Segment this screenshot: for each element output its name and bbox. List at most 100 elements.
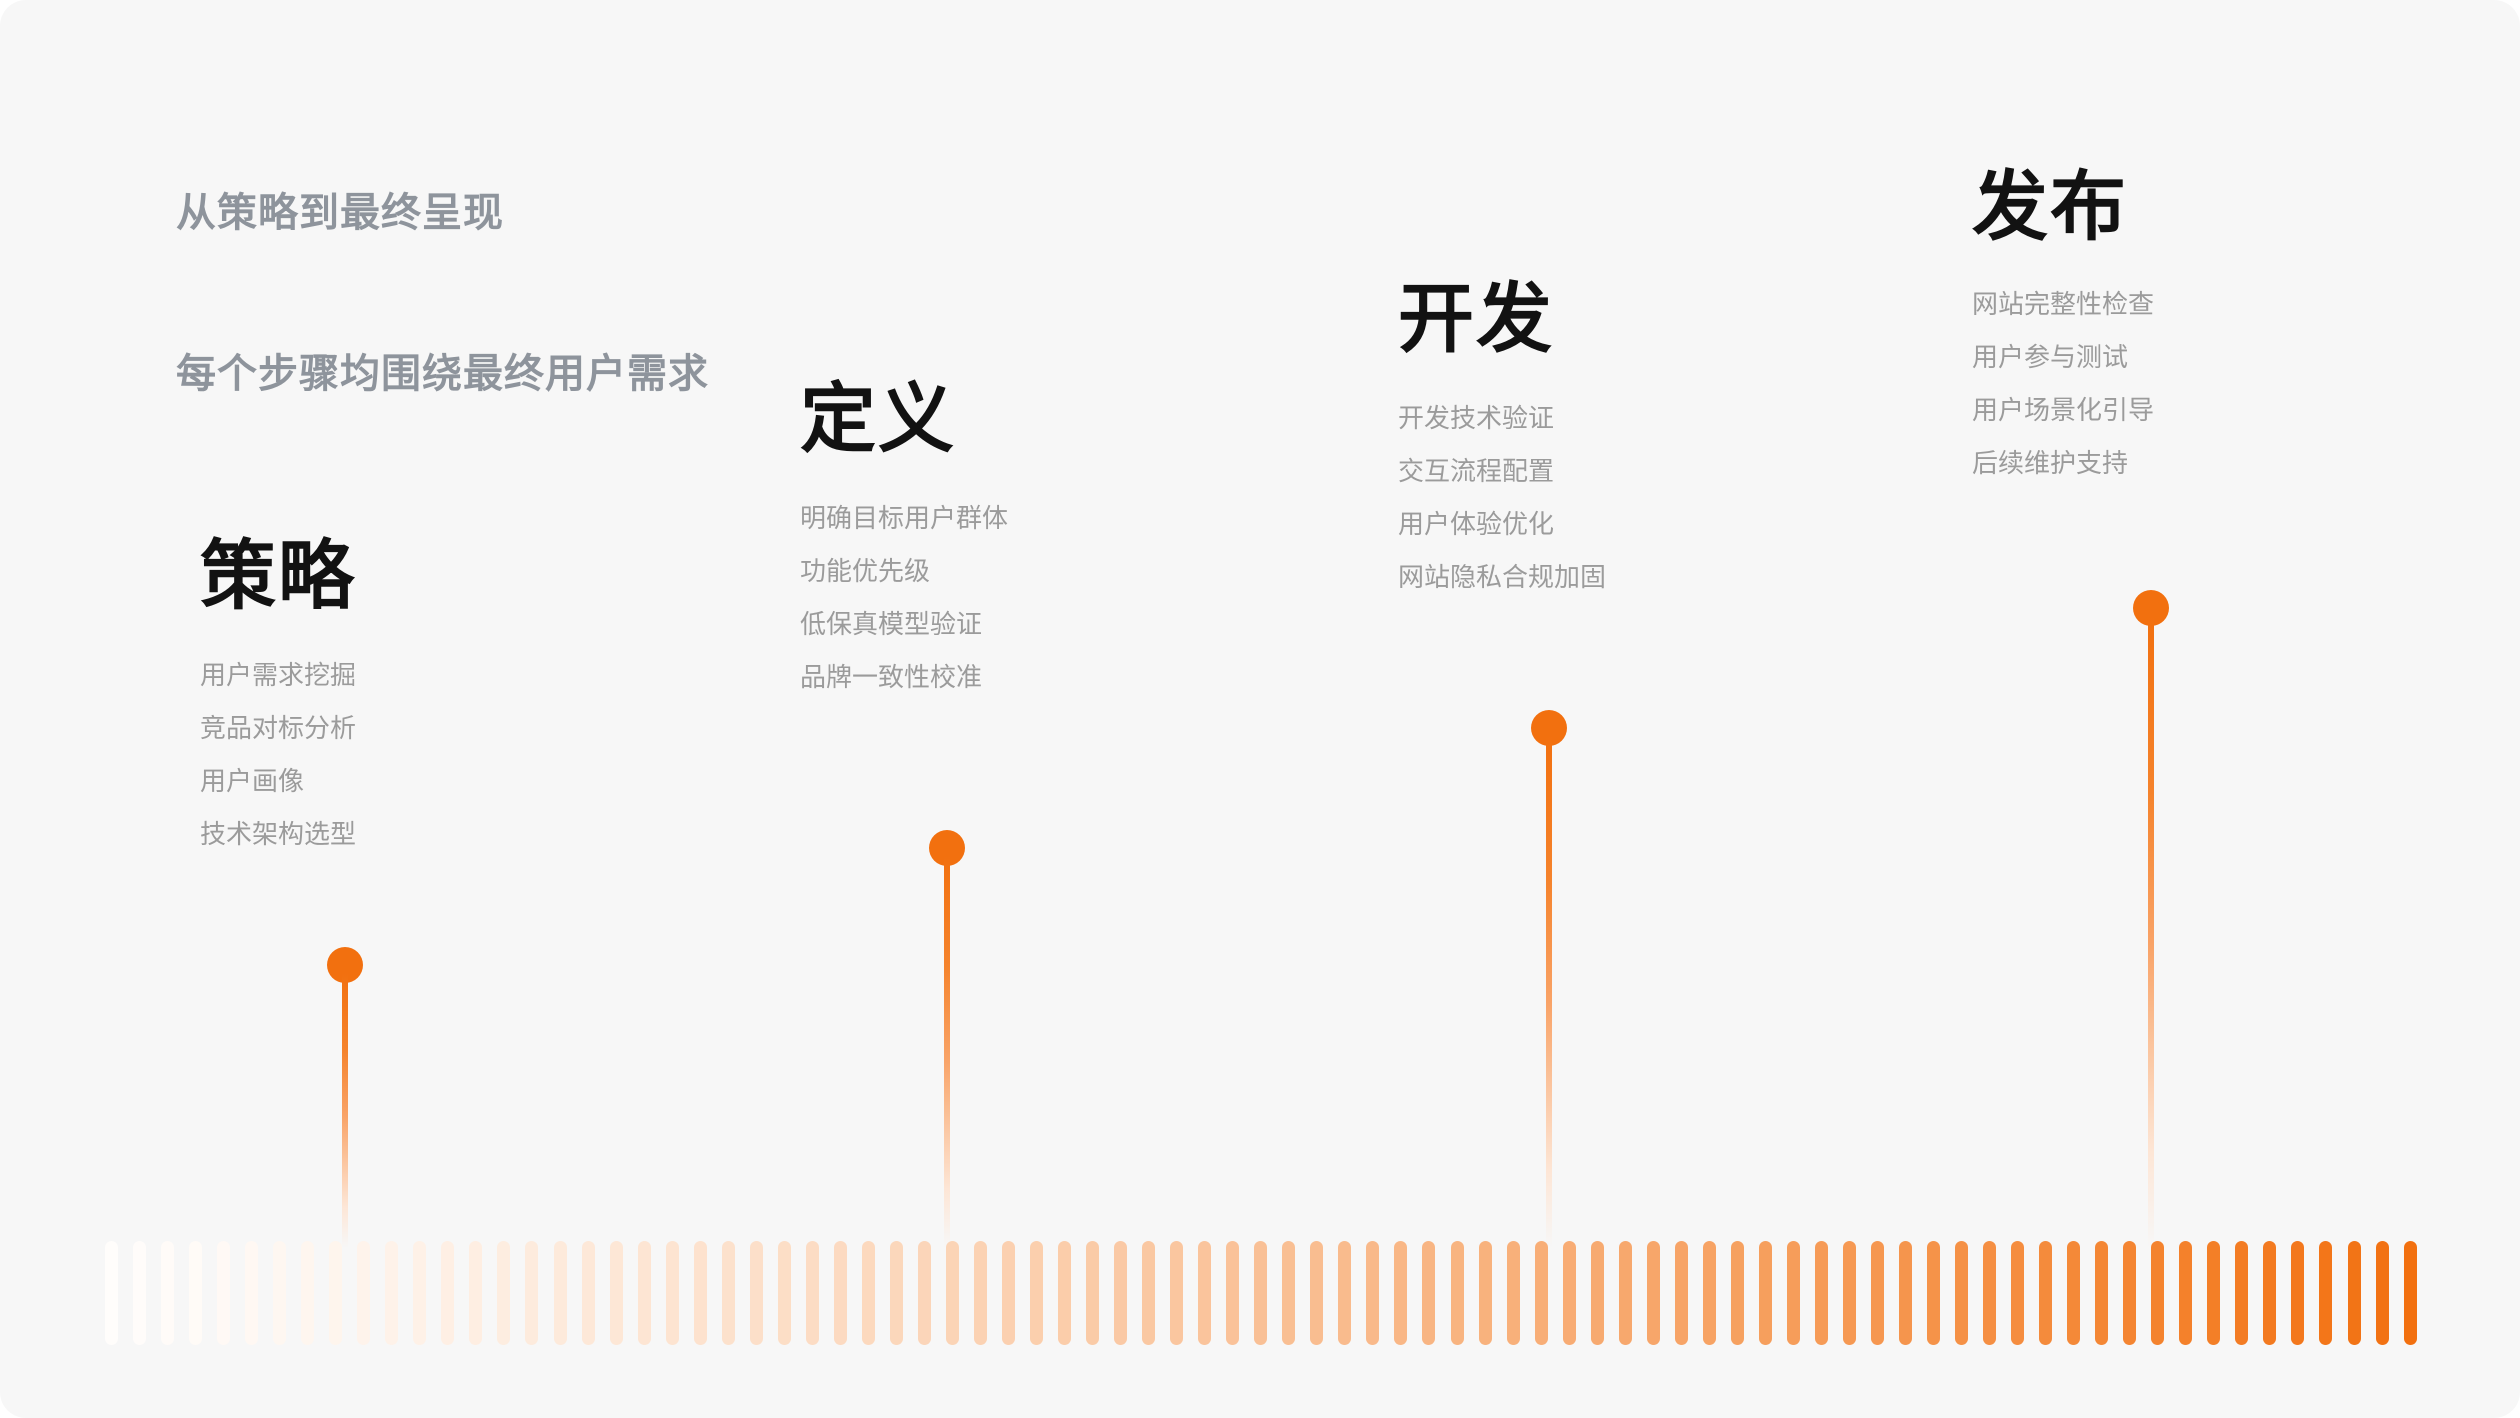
progress-strip-bar	[245, 1241, 259, 1345]
progress-strip-bar	[1366, 1241, 1380, 1345]
progress-strip-bar	[1534, 1241, 1548, 1345]
progress-strip-bar	[1955, 1241, 1969, 1345]
progress-strip-bar	[1842, 1241, 1856, 1345]
progress-strip-bar	[693, 1241, 707, 1345]
progress-strip-bar	[1870, 1241, 1884, 1345]
progress-strip-bar	[861, 1241, 875, 1345]
progress-strip-bar	[1786, 1241, 1800, 1345]
progress-strip-bar	[1394, 1241, 1408, 1345]
list-item: 网站隐私合规加固	[1398, 561, 1607, 592]
list-item: 品牌一致性校准	[800, 661, 983, 692]
stage-list-2: 明确目标用户群体 功能优先级 低保真模型验证 品牌一致性校准	[800, 492, 1220, 704]
progress-strip-bar	[105, 1241, 118, 1345]
progress-strip-bar	[1058, 1241, 1072, 1345]
progress-strip-bar	[441, 1241, 455, 1345]
progress-strip-bar	[609, 1241, 623, 1345]
progress-strip-bar	[2235, 1241, 2249, 1345]
progress-strip-bar	[2291, 1241, 2305, 1345]
progress-strip-bar	[721, 1241, 735, 1345]
list-item: 用户需求挖掘	[200, 659, 357, 690]
progress-strip-bar	[2095, 1241, 2109, 1345]
progress-strip-bar	[1086, 1241, 1100, 1345]
progress-strip-bar	[1002, 1241, 1015, 1345]
progress-strip-bar	[2067, 1241, 2081, 1345]
list-item: 功能优先级	[800, 555, 931, 586]
progress-strip-bar	[2375, 1241, 2389, 1345]
stage-list-3: 开发技术验证 交互流程配置 用户体验优化 网站隐私合规加固	[1398, 392, 1818, 604]
marker-stem	[342, 973, 348, 1248]
progress-strip-bar	[133, 1241, 147, 1345]
progress-strip-bar	[1254, 1241, 1268, 1345]
list-item: 明确目标用户群体	[800, 502, 1009, 533]
progress-strip-bar	[805, 1241, 819, 1345]
progress-strip-bar	[2403, 1241, 2417, 1345]
progress-strip-bar	[1450, 1241, 1464, 1345]
progress-strip-bar	[777, 1241, 791, 1345]
progress-strip-bar	[273, 1241, 287, 1345]
progress-strip-bar	[1282, 1241, 1296, 1345]
progress-strip-bar	[1646, 1241, 1660, 1345]
progress-strip	[105, 1241, 2417, 1345]
progress-strip-bar	[1170, 1241, 1184, 1345]
progress-strip-bar	[329, 1241, 343, 1345]
progress-strip-bar	[2179, 1241, 2193, 1345]
progress-strip-bar	[2123, 1241, 2137, 1345]
progress-strip-bar	[1478, 1241, 1492, 1345]
marker-stem	[944, 856, 950, 1248]
stage-title-4: 发布	[1972, 165, 2128, 250]
headline-line-2: 每个步骤均围绕最终用户需求	[176, 351, 709, 396]
list-item: 竞品对标分析	[200, 712, 357, 743]
progress-strip-bar	[1506, 1241, 1520, 1345]
list-item: 开发技术验证	[1398, 402, 1555, 433]
progress-strip-bar	[1422, 1241, 1436, 1345]
list-item: 用户体验优化	[1398, 508, 1555, 539]
list-item: 交互流程配置	[1398, 455, 1555, 486]
progress-strip-bar	[217, 1241, 231, 1345]
stage-title-3: 开发	[1398, 277, 1554, 362]
stage-column-3: 开发 开发技术验证 交互流程配置 用户体验优化 网站隐私合规加固	[1398, 280, 1818, 604]
progress-strip-bar	[2207, 1241, 2221, 1345]
list-item: 网站完整性检查	[1972, 288, 2155, 319]
progress-strip-bar	[161, 1241, 175, 1345]
progress-strip-bar	[1030, 1241, 1044, 1345]
progress-strip-bar	[1674, 1241, 1688, 1345]
progress-strip-bar	[581, 1241, 595, 1345]
page-headline: 从策略到最终呈现 每个步骤均围绕最终用户需求	[176, 80, 709, 509]
progress-strip-bar	[1983, 1241, 1997, 1345]
list-item: 低保真模型验证	[800, 608, 983, 639]
progress-strip-bar	[2347, 1241, 2361, 1345]
progress-strip-bar	[2151, 1241, 2165, 1345]
stage-list-1: 用户需求挖掘 竞品对标分析 用户画像 技术架构选型	[200, 649, 620, 861]
progress-strip-bar	[2263, 1241, 2277, 1345]
progress-strip-bar	[1899, 1241, 1912, 1345]
progress-strip-bar	[385, 1241, 399, 1345]
marker-stem	[1546, 736, 1552, 1248]
progress-strip-bar	[1590, 1241, 1604, 1345]
progress-strip-bar	[301, 1241, 315, 1345]
stage-title-1: 策略	[200, 534, 356, 619]
stage-column-2: 定义 明确目标用户群体 功能优先级 低保真模型验证 品牌一致性校准	[800, 380, 1220, 704]
headline-line-1: 从策略到最终呈现	[176, 191, 504, 236]
progress-strip-bar	[1338, 1241, 1352, 1345]
stage-list-4: 网站完整性检查 用户参与测试 用户场景化引导 后续维护支持	[1972, 278, 2392, 490]
list-item: 用户参与测试	[1972, 341, 2129, 372]
progress-strip-bar	[469, 1241, 483, 1345]
progress-strip-bar	[1142, 1241, 1156, 1345]
progress-strip-bar	[357, 1241, 371, 1345]
progress-strip-bar	[189, 1241, 203, 1345]
list-item: 用户画像	[200, 765, 305, 796]
stage-column-1: 策略 用户需求挖掘 竞品对标分析 用户画像 技术架构选型	[200, 537, 620, 861]
progress-strip-bar	[525, 1241, 539, 1345]
progress-strip-bar	[1310, 1241, 1324, 1345]
progress-strip-bar	[1226, 1241, 1240, 1345]
progress-strip-bar	[973, 1241, 987, 1345]
progress-strip-bar	[665, 1241, 679, 1345]
progress-strip-bar	[553, 1241, 567, 1345]
list-item: 用户场景化引导	[1972, 394, 2155, 425]
progress-strip-bar	[1618, 1241, 1632, 1345]
stage-column-4: 发布 网站完整性检查 用户参与测试 用户场景化引导 后续维护支持	[1972, 168, 2392, 490]
progress-strip-bar	[945, 1241, 959, 1345]
progress-strip-bar	[1758, 1241, 1772, 1345]
progress-strip-bar	[413, 1241, 427, 1345]
